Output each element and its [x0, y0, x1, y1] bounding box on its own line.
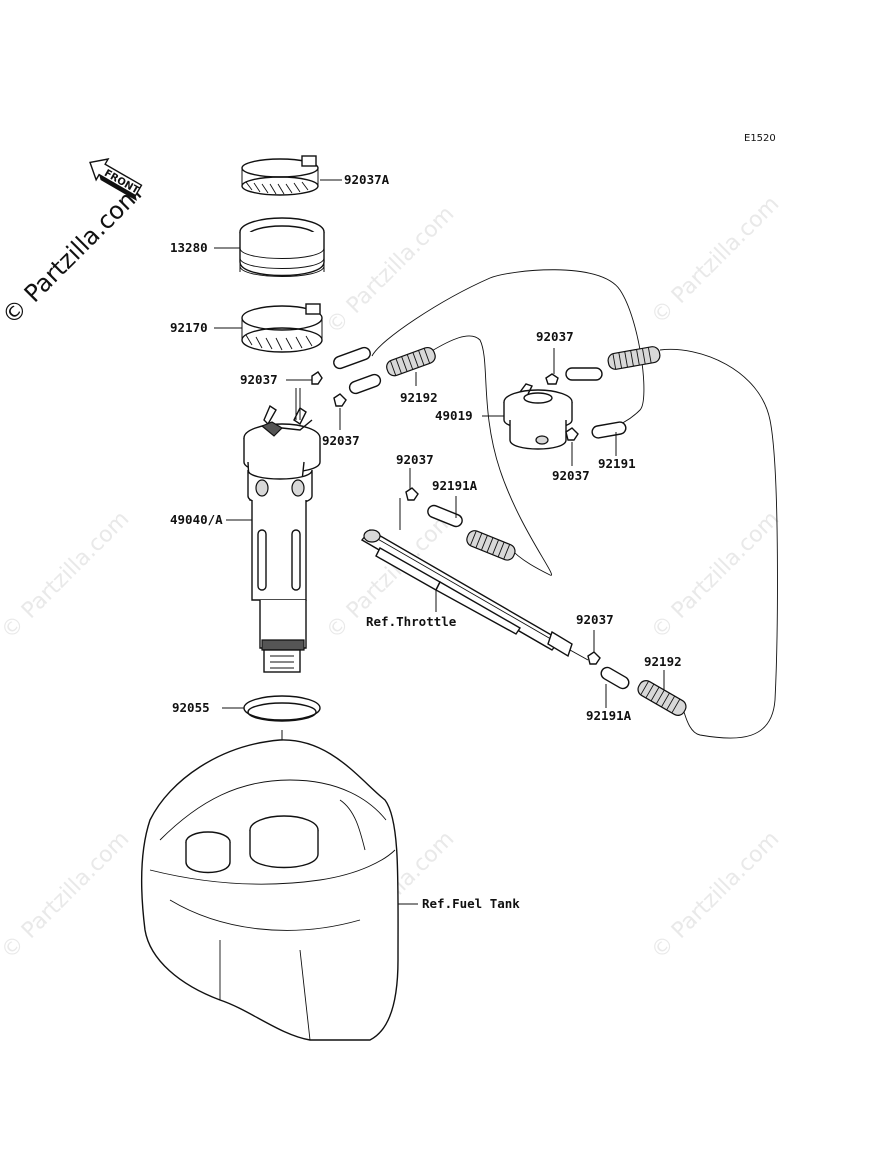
- watermark: © Partzilla.com: [647, 192, 785, 330]
- label-92037: 92037: [322, 433, 360, 448]
- hose-set-upper: [311, 346, 436, 407]
- part-labels: 92037A 13280 92170 92037 92192 92037 490…: [170, 172, 682, 911]
- clamp-92037a: [241, 155, 319, 196]
- partzilla-watermark: © Partzilla.com: [0, 179, 147, 330]
- watermark: © Partzilla.com: [647, 507, 785, 645]
- watermark: © Partzilla.com: [647, 827, 785, 965]
- diagram-code: E1520: [744, 133, 776, 144]
- label-92037: 92037: [240, 372, 278, 387]
- label-92170: 92170: [170, 320, 208, 335]
- watermark: © Partzilla.com: [0, 507, 134, 645]
- fuel-hose-lines: [286, 269, 778, 739]
- label-ref-throttle: Ref.Throttle: [366, 614, 457, 629]
- clamp-92170: [241, 303, 323, 353]
- label-ref-fuel-tank: Ref.Fuel Tank: [422, 896, 520, 911]
- sleeve-13280: [239, 217, 325, 277]
- label-92037: 92037: [576, 612, 614, 627]
- throttle-ref: [360, 487, 687, 716]
- label-92192: 92192: [400, 390, 438, 405]
- label-92191a: 92191A: [432, 478, 478, 493]
- fuel-tank-ref: [141, 739, 399, 1041]
- label-92037a: 92037A: [344, 172, 390, 187]
- label-92037: 92037: [536, 329, 574, 344]
- label-49019: 49019: [435, 408, 473, 423]
- front-arrow-icon: FRONT: [89, 158, 143, 202]
- label-92191: 92191: [598, 456, 636, 471]
- leader-lines: [214, 179, 665, 905]
- watermark: © Partzilla.com: [0, 827, 134, 965]
- watermark: © Partzilla.com: [322, 202, 460, 340]
- label-92037: 92037: [396, 452, 434, 467]
- label-49040a: 49040/A: [170, 512, 223, 527]
- label-92055: 92055: [172, 700, 210, 715]
- label-92191a: 92191A: [586, 708, 632, 723]
- label-92192: 92192: [644, 654, 682, 669]
- label-13280: 13280: [170, 240, 208, 255]
- regulator-49019: [503, 346, 661, 450]
- fuel-pump-49040: [243, 388, 321, 673]
- label-92037: 92037: [552, 468, 590, 483]
